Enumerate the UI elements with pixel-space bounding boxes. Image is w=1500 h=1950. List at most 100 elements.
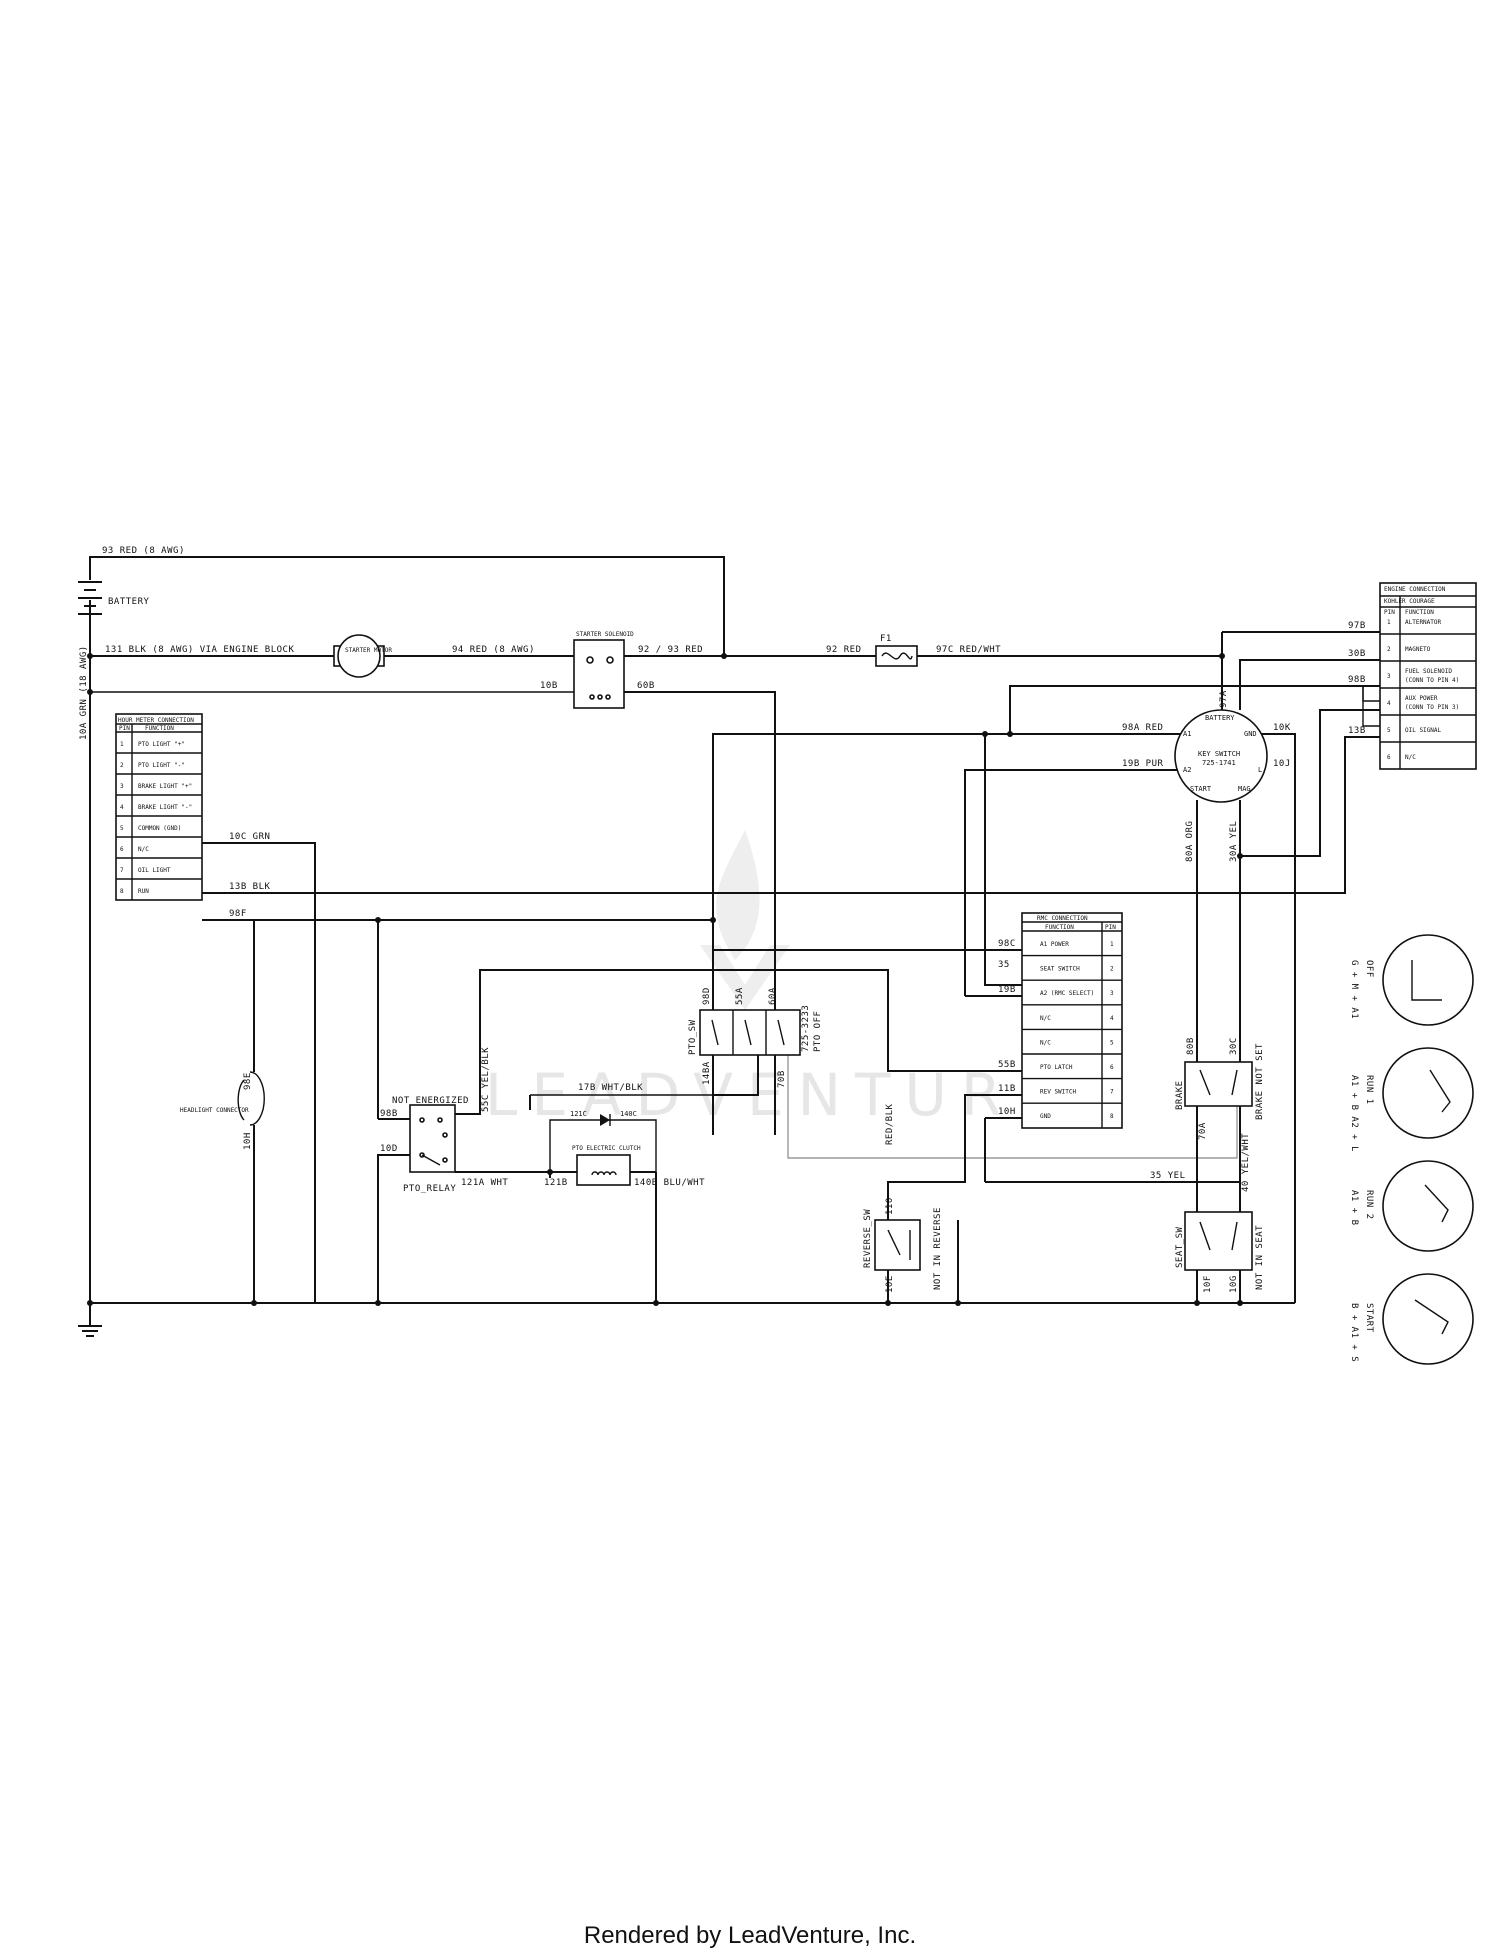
engine-function-2: MAGNETO — [1405, 646, 1431, 653]
starter-solenoid — [573, 639, 625, 709]
engine-title1: ENGINE CONNECTION — [1384, 586, 1446, 593]
label-10f: 10F — [1203, 1275, 1213, 1293]
pto-switch — [699, 1009, 801, 1056]
rmc-table — [1021, 912, 1123, 1129]
engine-function-5: OIL SIGNAL — [1405, 727, 1442, 734]
label-55a: 55A — [735, 987, 745, 1005]
label-98f: 98F — [229, 909, 247, 919]
label-121a: 121A WHT — [461, 1178, 508, 1188]
label-60b: 60B — [637, 681, 655, 691]
label-13b-blk: 13B BLK — [229, 882, 271, 892]
hour-meter-function-1: PTO LIGHT "+" — [138, 741, 185, 748]
footer-credit: Rendered by LeadVenture, Inc. — [583, 1922, 917, 1949]
label-seat-sw: SEAT_SW — [1175, 1226, 1185, 1268]
rmc-title: RMC CONNECTION — [1037, 915, 1088, 922]
label-121c: 121C — [570, 1110, 587, 1118]
label-19b-rmc: 19B — [998, 985, 1016, 995]
engine-function-6: N/C — [1405, 754, 1416, 761]
label-98b: 98B — [1348, 675, 1366, 685]
label-starter-motor: STARTER MOTOR — [345, 647, 392, 654]
rmc-pin-3: 3 — [1110, 990, 1114, 997]
label-13b: 13B — [1348, 726, 1366, 736]
engine-pin-6: 6 — [1387, 754, 1391, 761]
label-pto-off: PTO OFF — [813, 1011, 823, 1052]
rmc-pin-8: 8 — [1110, 1113, 1114, 1120]
hour-meter-col-pin: PIN — [119, 725, 130, 732]
label-97a: 97A — [1219, 690, 1229, 708]
key-gnd: GND — [1244, 730, 1257, 738]
engine-function-3: FUEL SOLENOID — [1405, 668, 1452, 675]
key-switch-labels: BATTERY A1 GND KEY SWITCH 725-1741 A2 L … — [1183, 714, 1262, 793]
rmc-function-1: A1 POWER — [1040, 941, 1069, 948]
label-30a-yel: 30A YEL — [1229, 821, 1239, 862]
label-10b: 10B — [540, 681, 558, 691]
position-run1-combo: A1 + B A2 + L — [1349, 1075, 1359, 1152]
position-off-name: OFF — [1364, 960, 1374, 978]
label-19b-pur: 19B PUR — [1122, 759, 1164, 769]
engine-extra-4: (CONN TO PIN 3) — [1405, 704, 1459, 711]
key-mag: MAG — [1238, 785, 1251, 793]
hour-meter-function-4: BRAKE LIGHT "-" — [138, 804, 192, 811]
rmc-function-7: REV SWITCH — [1040, 1089, 1077, 1096]
label-110: 110 — [885, 1197, 895, 1215]
label-battery: BATTERY — [108, 597, 150, 607]
label-80a-org: 80A ORG — [1185, 821, 1195, 862]
engine-function-1: ALTERNATOR — [1405, 619, 1442, 626]
label-pto-clutch: PTO ELECTRIC CLUTCH — [572, 1145, 641, 1152]
label-93-red: 93 RED (8 AWG) — [102, 546, 185, 556]
label-80b: 80B — [1186, 1037, 1196, 1055]
label-10g: 10G — [1229, 1275, 1239, 1293]
position-run2-combo: A1 + B — [1349, 1190, 1359, 1226]
label-10e: 10E — [885, 1275, 895, 1293]
label-10j: 10J — [1273, 759, 1291, 769]
position-run2-name: RUN 2 — [1364, 1190, 1374, 1220]
key-a1: A1 — [1183, 730, 1191, 738]
rmc-function-4: N/C — [1040, 1015, 1051, 1022]
position-start-name: START — [1364, 1303, 1374, 1333]
label-brake-not-set: BRAKE NOT SET — [1255, 1043, 1265, 1120]
hour-meter-pin-8: 8 — [120, 888, 124, 895]
rmc-function-5: N/C — [1040, 1039, 1051, 1046]
hour-meter-pin-6: 6 — [120, 846, 124, 853]
junctions — [87, 653, 1243, 1306]
position-run1-name: RUN 1 — [1364, 1075, 1374, 1105]
engine-text: ENGINE CONNECTION KOHLER COURAGE PIN FUN… — [1380, 586, 1476, 761]
hour-meter-function-8: RUN — [138, 888, 149, 895]
label-140b: 140B BLU/WHT — [634, 1178, 705, 1188]
rmc-col-function: FUNCTION — [1045, 924, 1074, 931]
hour-meter-pin-4: 4 — [120, 804, 124, 811]
position-diagrams — [1382, 934, 1474, 1365]
wires — [89, 556, 1380, 1326]
label-10a-grn: 10A GRN (18 AWG) — [79, 645, 89, 740]
label-97c: 97C RED/WHT — [936, 645, 1001, 655]
rmc-pin-7: 7 — [1110, 1089, 1114, 1096]
hour-meter-pin-2: 2 — [120, 762, 124, 769]
label-11b: 11B — [998, 1084, 1016, 1094]
rmc-pin-1: 1 — [1110, 941, 1114, 948]
rmc-col-pin: PIN — [1105, 924, 1116, 931]
engine-pin-3: 3 — [1387, 673, 1391, 680]
key-a2: A2 — [1183, 766, 1191, 774]
engine-col-pin: PIN — [1384, 609, 1395, 616]
key-switch — [1174, 709, 1268, 803]
label-98c: 98C — [998, 939, 1016, 949]
hour-meter-pin-3: 3 — [120, 783, 124, 790]
rmc-pin-2: 2 — [1110, 966, 1114, 973]
label-10c-grn: 10C GRN — [229, 832, 270, 842]
label-98e: 98E — [243, 1072, 253, 1090]
key-start: START — [1190, 785, 1212, 793]
hour-meter-pin-5: 5 — [120, 825, 124, 832]
label-f1: F1 — [880, 634, 892, 644]
engine-pin-5: 5 — [1387, 727, 1391, 734]
label-10h-left: 10H — [243, 1132, 253, 1150]
fuse-f1 — [875, 645, 918, 667]
rmc-function-8: GND — [1040, 1113, 1051, 1120]
label-10d: 10D — [380, 1144, 398, 1154]
hour-meter-function-2: PTO LIGHT "-" — [138, 762, 185, 769]
label-brake: BRAKE — [1175, 1080, 1185, 1110]
label-35: 35 — [998, 960, 1010, 970]
